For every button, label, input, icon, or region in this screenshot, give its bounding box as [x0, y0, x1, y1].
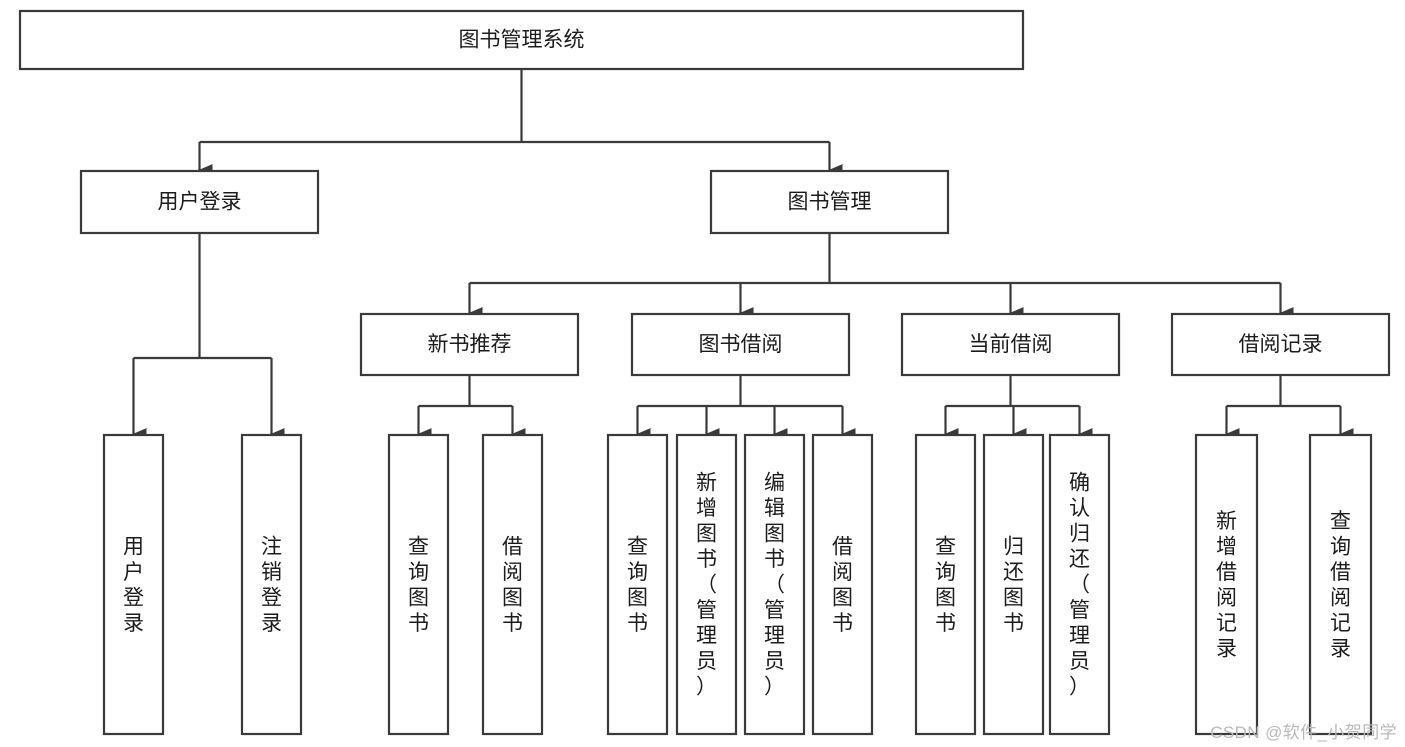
- node-label-leaf_borrow_book_2: 借阅图书: [832, 535, 853, 635]
- node-box-new_book_rec: [359, 312, 580, 377]
- node-leaf_add_record[interactable]: 新增借阅记录: [1194, 433, 1259, 736]
- edge-group-book_manage: [468, 233, 1294, 319]
- edge-group-borrow_record: [1225, 375, 1354, 440]
- node-leaf_user_logout[interactable]: 注销登录: [240, 433, 303, 736]
- node-box-leaf_query_record: [1308, 433, 1373, 736]
- node-leaf_query_record[interactable]: 查询借阅记录: [1308, 433, 1373, 736]
- edge-group-user_login: [132, 233, 285, 440]
- node-label-leaf_query_book_3: 查询图书: [935, 535, 956, 635]
- node-box-leaf_edit_book: [743, 433, 806, 736]
- node-label-root: 图书管理系统: [459, 29, 585, 52]
- node-label-user_login: 用户登录: [158, 191, 242, 214]
- node-box-leaf_confirm_return: [1048, 433, 1111, 736]
- node-book_borrow[interactable]: 图书借阅: [630, 312, 851, 377]
- nodes-layer: 图书管理系统用户登录图书管理新书推荐图书借阅当前借阅借阅记录用户登录注销登录查询…: [18, 9, 1391, 736]
- node-box-leaf_add_record: [1194, 433, 1259, 736]
- edge-group-new_book_rec: [417, 375, 526, 440]
- node-leaf_query_book_1[interactable]: 查询图书: [387, 433, 450, 736]
- node-box-book_manage: [709, 169, 950, 235]
- node-leaf_user_login[interactable]: 用户登录: [102, 433, 165, 736]
- node-box-book_borrow: [630, 312, 851, 377]
- node-box-leaf_user_login: [102, 433, 165, 736]
- node-user_login[interactable]: 用户登录: [79, 169, 320, 235]
- node-box-borrow_record: [1170, 312, 1391, 377]
- node-leaf_borrow_book_2[interactable]: 借阅图书: [811, 433, 874, 736]
- node-box-leaf_borrow_book_2: [811, 433, 874, 736]
- node-label-leaf_user_login: 用户登录: [123, 535, 144, 635]
- node-box-current_borrow: [900, 312, 1121, 377]
- node-box-leaf_query_book_3: [914, 433, 977, 736]
- node-label-book_manage: 图书管理: [788, 191, 872, 214]
- node-label-leaf_user_logout: 注销登录: [261, 535, 282, 635]
- node-box-root: [18, 9, 1025, 71]
- node-box-leaf_query_book_2: [606, 433, 669, 736]
- node-book_manage[interactable]: 图书管理: [709, 169, 950, 235]
- node-label-borrow_record: 借阅记录: [1239, 333, 1323, 356]
- csdn-watermark: CSDN @软件_小贺同学: [1210, 723, 1397, 742]
- node-leaf_add_book[interactable]: 新增图书（管理员）: [675, 433, 738, 736]
- node-root[interactable]: 图书管理系统: [18, 9, 1025, 71]
- node-label-leaf_confirm_return: 确认归还（管理员）: [1069, 472, 1090, 699]
- node-box-leaf_return_book: [982, 433, 1045, 736]
- node-label-book_borrow: 图书借阅: [699, 333, 783, 356]
- node-box-user_login: [79, 169, 320, 235]
- node-leaf_query_book_3[interactable]: 查询图书: [914, 433, 977, 736]
- node-label-leaf_query_book_1: 查询图书: [408, 535, 429, 635]
- node-label-new_book_rec: 新书推荐: [428, 333, 512, 356]
- node-box-leaf_borrow_book_1: [481, 433, 544, 736]
- node-leaf_query_book_2[interactable]: 查询图书: [606, 433, 669, 736]
- node-label-leaf_borrow_book_1: 借阅图书: [502, 535, 523, 635]
- node-new_book_rec[interactable]: 新书推荐: [359, 312, 580, 377]
- node-box-leaf_add_book: [675, 433, 738, 736]
- node-label-leaf_edit_book: 编辑图书（管理员）: [764, 472, 785, 699]
- node-leaf_borrow_book_1[interactable]: 借阅图书: [481, 433, 544, 736]
- edge-group-current_borrow: [944, 375, 1093, 440]
- node-label-leaf_query_record: 查询借阅记录: [1330, 510, 1351, 661]
- node-label-current_borrow: 当前借阅: [969, 333, 1053, 356]
- node-label-leaf_return_book: 归还图书: [1003, 535, 1024, 635]
- edge-group-book_borrow: [636, 375, 856, 440]
- node-borrow_record[interactable]: 借阅记录: [1170, 312, 1391, 377]
- node-leaf_return_book[interactable]: 归还图书: [982, 433, 1045, 736]
- node-box-leaf_query_book_1: [387, 433, 450, 736]
- node-label-leaf_add_book: 新增图书（管理员）: [696, 472, 717, 699]
- node-box-leaf_user_logout: [240, 433, 303, 736]
- node-label-leaf_query_book_2: 查询图书: [627, 535, 648, 635]
- edges-layer: [132, 69, 1354, 440]
- edge-group-root: [198, 69, 843, 176]
- node-current_borrow[interactable]: 当前借阅: [900, 312, 1121, 377]
- node-label-leaf_add_record: 新增借阅记录: [1216, 510, 1237, 661]
- node-leaf_confirm_return[interactable]: 确认归还（管理员）: [1048, 433, 1111, 736]
- node-leaf_edit_book[interactable]: 编辑图书（管理员）: [743, 433, 806, 736]
